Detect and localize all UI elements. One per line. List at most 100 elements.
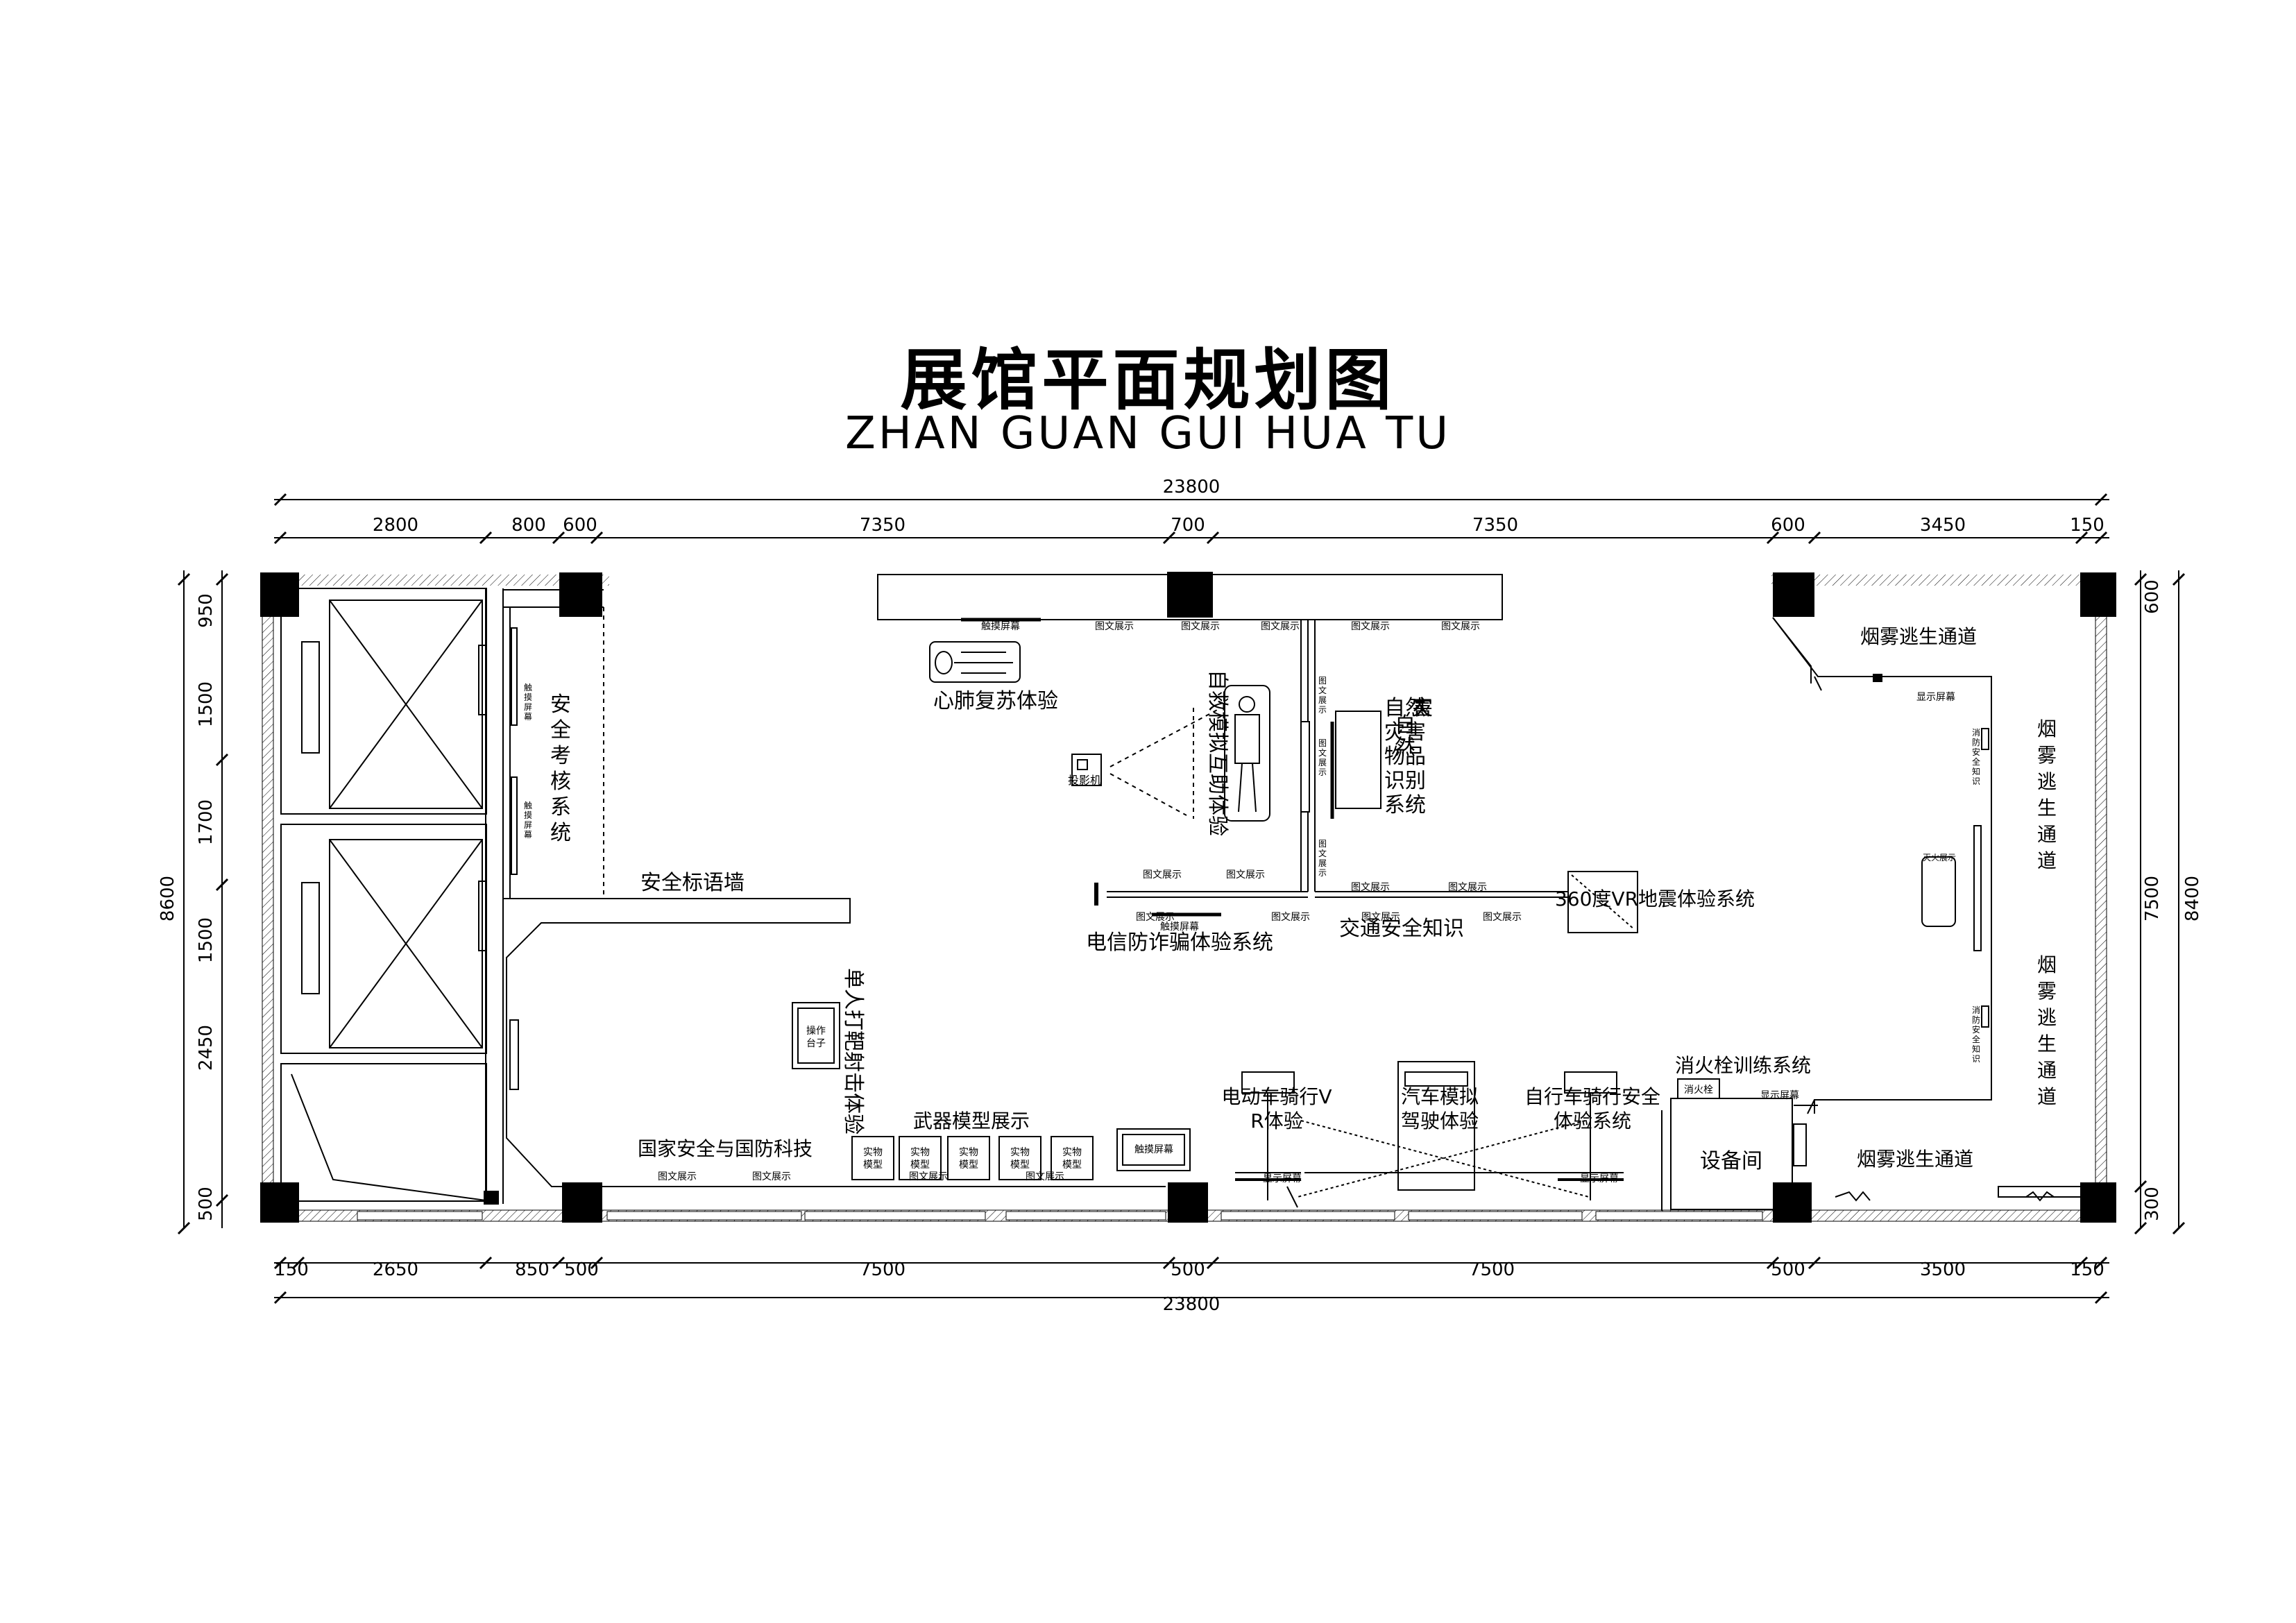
label-graphic-display: 图文展示 — [1483, 912, 1522, 923]
weapon-model-box — [851, 1136, 894, 1180]
label-graphic-display: 图文展示 — [1226, 869, 1265, 881]
label-model: 模型 — [863, 1159, 883, 1171]
dim-top-total: 23800 — [1163, 477, 1221, 498]
dim-tick — [1808, 1256, 1821, 1270]
zone-fire-panel: 灭火展示 — [1923, 853, 1956, 863]
dim-tick — [1162, 1256, 1176, 1270]
zone-fire-knowledge: 防 — [1972, 737, 1980, 747]
zone-disaster: 然 — [1395, 736, 1415, 760]
dim-left: 1700 — [196, 799, 216, 845]
weapon-model-box — [947, 1136, 990, 1180]
zone-car-sim: 汽车模拟 — [1401, 1085, 1479, 1108]
zone-disaster: 识别 — [1384, 769, 1426, 793]
dim-tick — [2094, 1291, 2108, 1305]
label-model: 模型 — [1062, 1159, 1082, 1171]
zone-disaster: 灾害 — [1384, 720, 1426, 745]
zone-fire-knowledge: 全 — [1972, 756, 1980, 767]
zone-safety-assessment: 安 — [550, 692, 571, 717]
zone-shooting: 单人打靶射击体验 — [841, 968, 865, 1135]
label-graphic-display: 展 — [1318, 695, 1327, 705]
zone-smoke-right: 道 — [2037, 1085, 2057, 1108]
label-model: 模型 — [959, 1159, 978, 1171]
dim-right: 600 — [2142, 579, 2163, 614]
service-core — [280, 588, 519, 1204]
zone-disaster: 灾 — [1412, 696, 1433, 720]
dim-tick — [215, 878, 229, 892]
dim-right-total: 8400 — [2182, 876, 2203, 921]
zone-safety-assessment: 统 — [550, 821, 571, 845]
top-exhibit-block — [877, 572, 1638, 933]
zone-bike: 自行车骑行安全 — [1524, 1085, 1660, 1108]
zone-fire-knowledge: 消 — [1972, 728, 1980, 738]
dim-tick — [479, 1256, 493, 1270]
dimensions — [183, 499, 2179, 1298]
dim-tick — [273, 1291, 287, 1305]
dim-tick — [2134, 1180, 2148, 1193]
zone-smoke-right: 逃 — [2037, 770, 2057, 793]
dim-tick — [2094, 531, 2108, 545]
zone-disaster: 系统 — [1384, 793, 1426, 817]
zone-smoke-right: 雾 — [2037, 744, 2057, 767]
label-graphic-display: 展 — [1318, 858, 1327, 868]
label-graphic-display: 文 — [1318, 685, 1327, 695]
label-display-screen: 显示屏幕 — [1580, 1173, 1619, 1184]
zone-smoke-right: 生 — [2037, 797, 2057, 819]
zone-car-sim: 驾驶体验 — [1401, 1110, 1479, 1132]
slogan-wall-structure — [506, 898, 1166, 1187]
dim-tick — [215, 572, 229, 586]
zone-national: 国家安全与国防科技 — [638, 1137, 813, 1160]
zone-safety-assessment: 考 — [550, 744, 571, 768]
zone-console: 操作 — [806, 1026, 826, 1037]
label-model: 模型 — [910, 1159, 930, 1171]
zone-self-rescue: 自救模拟互助体验 — [1205, 670, 1230, 836]
label-graphic-display: 图文展示 — [1361, 912, 1400, 923]
zone-hydrant: 消火栓训练系统 — [1675, 1054, 1811, 1077]
dim-tick — [273, 1256, 287, 1270]
shooting-console — [792, 1002, 840, 1069]
plan-title: 展馆平面规划图 — [900, 341, 1396, 419]
zone-fire-knowledge: 识 — [1972, 776, 1980, 786]
smoke-corridor — [1772, 617, 2082, 1202]
zone-equipment: 设备间 — [1700, 1149, 1762, 1173]
label-display-screen: 显示屏幕 — [1916, 692, 1955, 703]
label-graphic-display: 图文展示 — [1136, 912, 1175, 923]
touch-screen-bottom — [1116, 1128, 1191, 1171]
zone-smoke-right: 通 — [2037, 823, 2057, 846]
dim-right: 7500 — [2142, 876, 2163, 921]
dim-tick — [1162, 531, 1176, 545]
label-graphic-display: 示 — [1318, 767, 1327, 777]
label-graphic-display: 图文展示 — [1351, 882, 1390, 893]
dim-tick — [1206, 1256, 1220, 1270]
label-display-screen: 显示屏幕 — [1760, 1090, 1799, 1101]
zone-cpr: 心肺复苏体验 — [933, 689, 1058, 713]
label-model: 实物 — [959, 1147, 978, 1158]
label-graphic-display: 图文展示 — [1095, 621, 1134, 632]
dim-tick — [1808, 531, 1821, 545]
cpr-mannequin — [929, 641, 1021, 683]
label-touch-screen: 屏 — [524, 702, 532, 712]
dim-bottom: 500 — [564, 1259, 599, 1280]
dim-bottom: 150 — [2070, 1259, 2104, 1280]
equipment-room — [1661, 1078, 1818, 1211]
dim-left: 1500 — [196, 681, 216, 727]
assessment-partition — [503, 589, 604, 899]
label-graphic-display: 图文展示 — [1441, 621, 1480, 632]
dim-top: 600 — [563, 515, 597, 536]
zone-safety-assessment: 核 — [550, 770, 571, 794]
label-touch-screen: 摸 — [524, 810, 532, 820]
zone-ebike: R体验 — [1250, 1110, 1302, 1132]
zone-safety-assessment: 全 — [550, 718, 571, 742]
zone-vr-quake: 360度VR地震体验系统 — [1555, 887, 1755, 910]
label-graphic-display: 图 — [1318, 738, 1327, 748]
dim-tick — [590, 1256, 604, 1270]
dim-tick — [590, 531, 604, 545]
label-graphic-display: 图文展示 — [909, 1171, 948, 1182]
zone-smoke-right: 逃 — [2037, 1006, 2057, 1029]
dim-tick — [552, 531, 566, 545]
dim-tick — [1766, 1256, 1780, 1270]
dim-bottom: 850 — [515, 1259, 550, 1280]
dim-top: 800 — [511, 515, 546, 536]
label-graphic-display: 图文展示 — [1351, 621, 1390, 632]
zone-fire-knowledge: 安 — [1972, 747, 1980, 757]
